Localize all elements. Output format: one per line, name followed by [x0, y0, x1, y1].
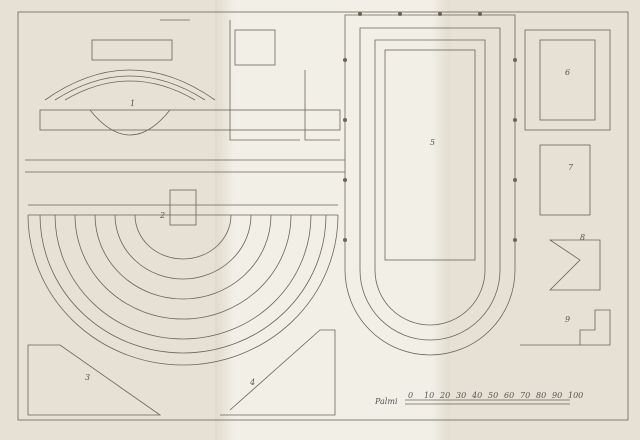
scale-ticks: 0 10 20 30 40 50 60 70 80 90 100 [408, 391, 583, 400]
scale-tick-label: 10 [424, 391, 434, 400]
figure-4-section [220, 329, 336, 416]
figure-label-2: 2 [159, 211, 165, 220]
figure-5-stadium-plan [344, 14, 516, 356]
figure-label-7: 7 [568, 163, 574, 172]
scale-tick-label: 30 [456, 391, 466, 400]
plate-border [17, 11, 629, 421]
figure-6-temple-plan [524, 29, 611, 216]
scale-tick-label: 40 [471, 391, 482, 400]
figure-2-theatre-cavea [27, 189, 339, 366]
figure-label-6: 6 [565, 68, 570, 77]
figure-3-section [27, 344, 162, 416]
figure-label-9: 9 [565, 315, 570, 324]
figure-9-section [520, 309, 611, 346]
figure-1-theatre-plan [39, 19, 341, 141]
scale-tick-label: 80 [536, 391, 546, 400]
figure-label-3: 3 [85, 373, 90, 382]
scale-tick-label: 100 [568, 391, 583, 400]
scale-tick-label: 60 [504, 391, 514, 400]
scale-bar [405, 399, 570, 405]
scale-tick-label: 20 [439, 391, 450, 400]
figure-label-8: 8 [580, 233, 585, 242]
scale-tick-label: 0 [408, 391, 413, 400]
figure-label-5: 5 [430, 138, 435, 147]
scale-tick-label: 70 [520, 391, 530, 400]
scale-tick-label: 90 [552, 391, 562, 400]
figure-label-4: 4 [249, 378, 255, 387]
figure-8-detail [548, 239, 601, 291]
scale-tick-label: 50 [488, 391, 498, 400]
scale-unit-label: Palmi [374, 397, 398, 406]
figure-label-1: 1 [130, 99, 135, 108]
fold-highlight [215, 0, 450, 440]
